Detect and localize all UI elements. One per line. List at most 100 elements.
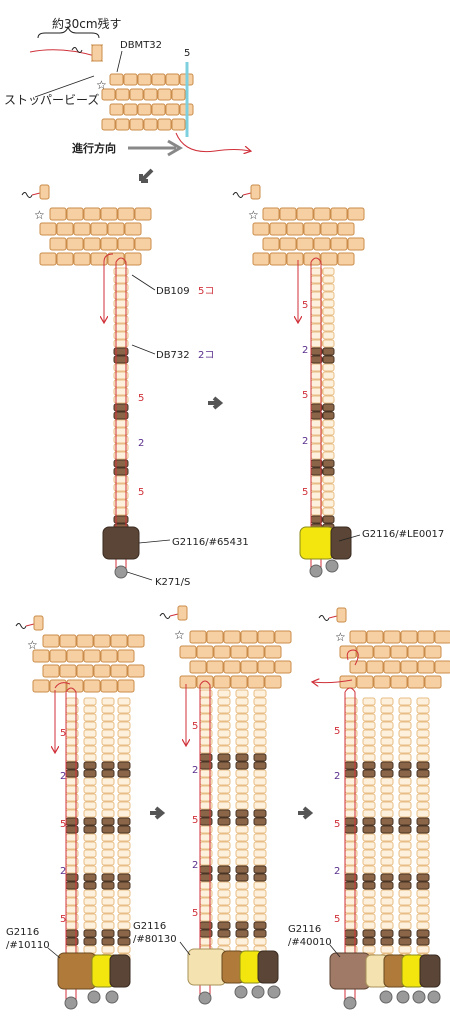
db109-bead [362, 921, 376, 930]
db109-bead [113, 435, 129, 444]
db732-bead [253, 753, 267, 762]
db109-bead [310, 387, 323, 396]
db109-bead [113, 315, 129, 324]
db109-bead [113, 363, 129, 372]
db732-bead [322, 411, 335, 420]
grid-bead [76, 634, 94, 648]
db732-bead [362, 929, 376, 938]
db109-bead [83, 793, 97, 802]
db109-bead [253, 785, 267, 794]
db732-bead [310, 515, 323, 524]
db109-bead [380, 897, 394, 906]
db109-bead [253, 721, 267, 730]
count-2: 2 [334, 771, 340, 782]
db732-bead [362, 881, 376, 890]
grid-bead [296, 207, 314, 221]
grid-bead [252, 252, 270, 266]
grid-bead [56, 222, 74, 236]
db109-bead [101, 833, 115, 842]
grid-bead [286, 252, 304, 266]
star-marker: ☆ [34, 208, 45, 222]
db109-bead [322, 275, 335, 284]
grid-bead [213, 675, 231, 689]
db109-bead [235, 881, 249, 890]
db109-bead [83, 785, 97, 794]
db109-bead [416, 849, 430, 858]
db109-bead [310, 379, 323, 388]
db109-bead [416, 777, 430, 786]
end-bead [267, 985, 281, 999]
db109-bead [398, 913, 412, 922]
step3-brick-grid [252, 207, 365, 266]
db109-bead [235, 705, 249, 714]
db109-bead [416, 785, 430, 794]
db109-bead [117, 857, 131, 866]
db109-bead [253, 697, 267, 706]
grid-bead [223, 630, 241, 644]
count-5: 5 [192, 721, 198, 732]
db109-bead [235, 897, 249, 906]
db109-bead [253, 857, 267, 866]
grid-bead [424, 645, 442, 659]
db109-bead [117, 905, 131, 914]
grid-bead [90, 222, 108, 236]
db109-bead [113, 267, 129, 276]
db109-bead [235, 905, 249, 914]
grid-bead [100, 207, 118, 221]
grid-bead [196, 675, 214, 689]
grid-bead [383, 660, 401, 674]
step1-brick-grid [101, 73, 194, 131]
db109-bead [416, 857, 430, 866]
drop-label: G2116/#LE0017 [362, 529, 444, 540]
grid-bead [134, 237, 152, 251]
db732-bead [113, 411, 129, 420]
thread-exit [175, 132, 250, 152]
db732-bead [380, 873, 394, 882]
db109-bead [235, 721, 249, 730]
db109-bead [253, 937, 267, 946]
db109-bead [416, 897, 430, 906]
grid-bead [49, 207, 67, 221]
db109-bead [253, 833, 267, 842]
grid-bead [330, 207, 348, 221]
db109-bead [380, 841, 394, 850]
db109-bead [83, 945, 97, 954]
grid-bead [337, 222, 355, 236]
db732-bead [217, 921, 231, 930]
count-2: 2 [60, 771, 66, 782]
db109-bead [416, 833, 430, 842]
db109-bead [113, 475, 129, 484]
db109-bead [380, 849, 394, 858]
db109-bead [310, 299, 323, 308]
db732-bead [380, 929, 394, 938]
step3-panel: ☆ 2 5 2 5 5 G2116/#LE0017 [232, 184, 444, 578]
grid-bead [247, 645, 265, 659]
grid-bead [339, 675, 357, 689]
db109-bead [235, 801, 249, 810]
db109-bead [380, 721, 394, 730]
db109-bead [416, 705, 430, 714]
db109-bead [113, 491, 129, 500]
grid-bead [90, 252, 108, 266]
grid-bead [230, 645, 248, 659]
db732-bead [362, 761, 376, 770]
grid-bead [49, 679, 67, 693]
db109-bead [322, 307, 335, 316]
db109-bead [362, 913, 376, 922]
db109-bead [101, 753, 115, 762]
db109-bead [83, 729, 97, 738]
db109-bead [235, 689, 249, 698]
grid-bead [117, 649, 135, 663]
drop-bead-mauve [329, 952, 371, 990]
db109-bead [362, 905, 376, 914]
db109-bead [398, 921, 412, 930]
grid-bead [73, 252, 91, 266]
grid-bead [59, 664, 77, 678]
grid-bead [390, 675, 408, 689]
db732-bead [235, 865, 249, 874]
db732-bead [416, 825, 430, 834]
db732-bead [217, 865, 231, 874]
grid-bead [286, 222, 304, 236]
db109-bead [253, 745, 267, 754]
db109-bead [101, 721, 115, 730]
